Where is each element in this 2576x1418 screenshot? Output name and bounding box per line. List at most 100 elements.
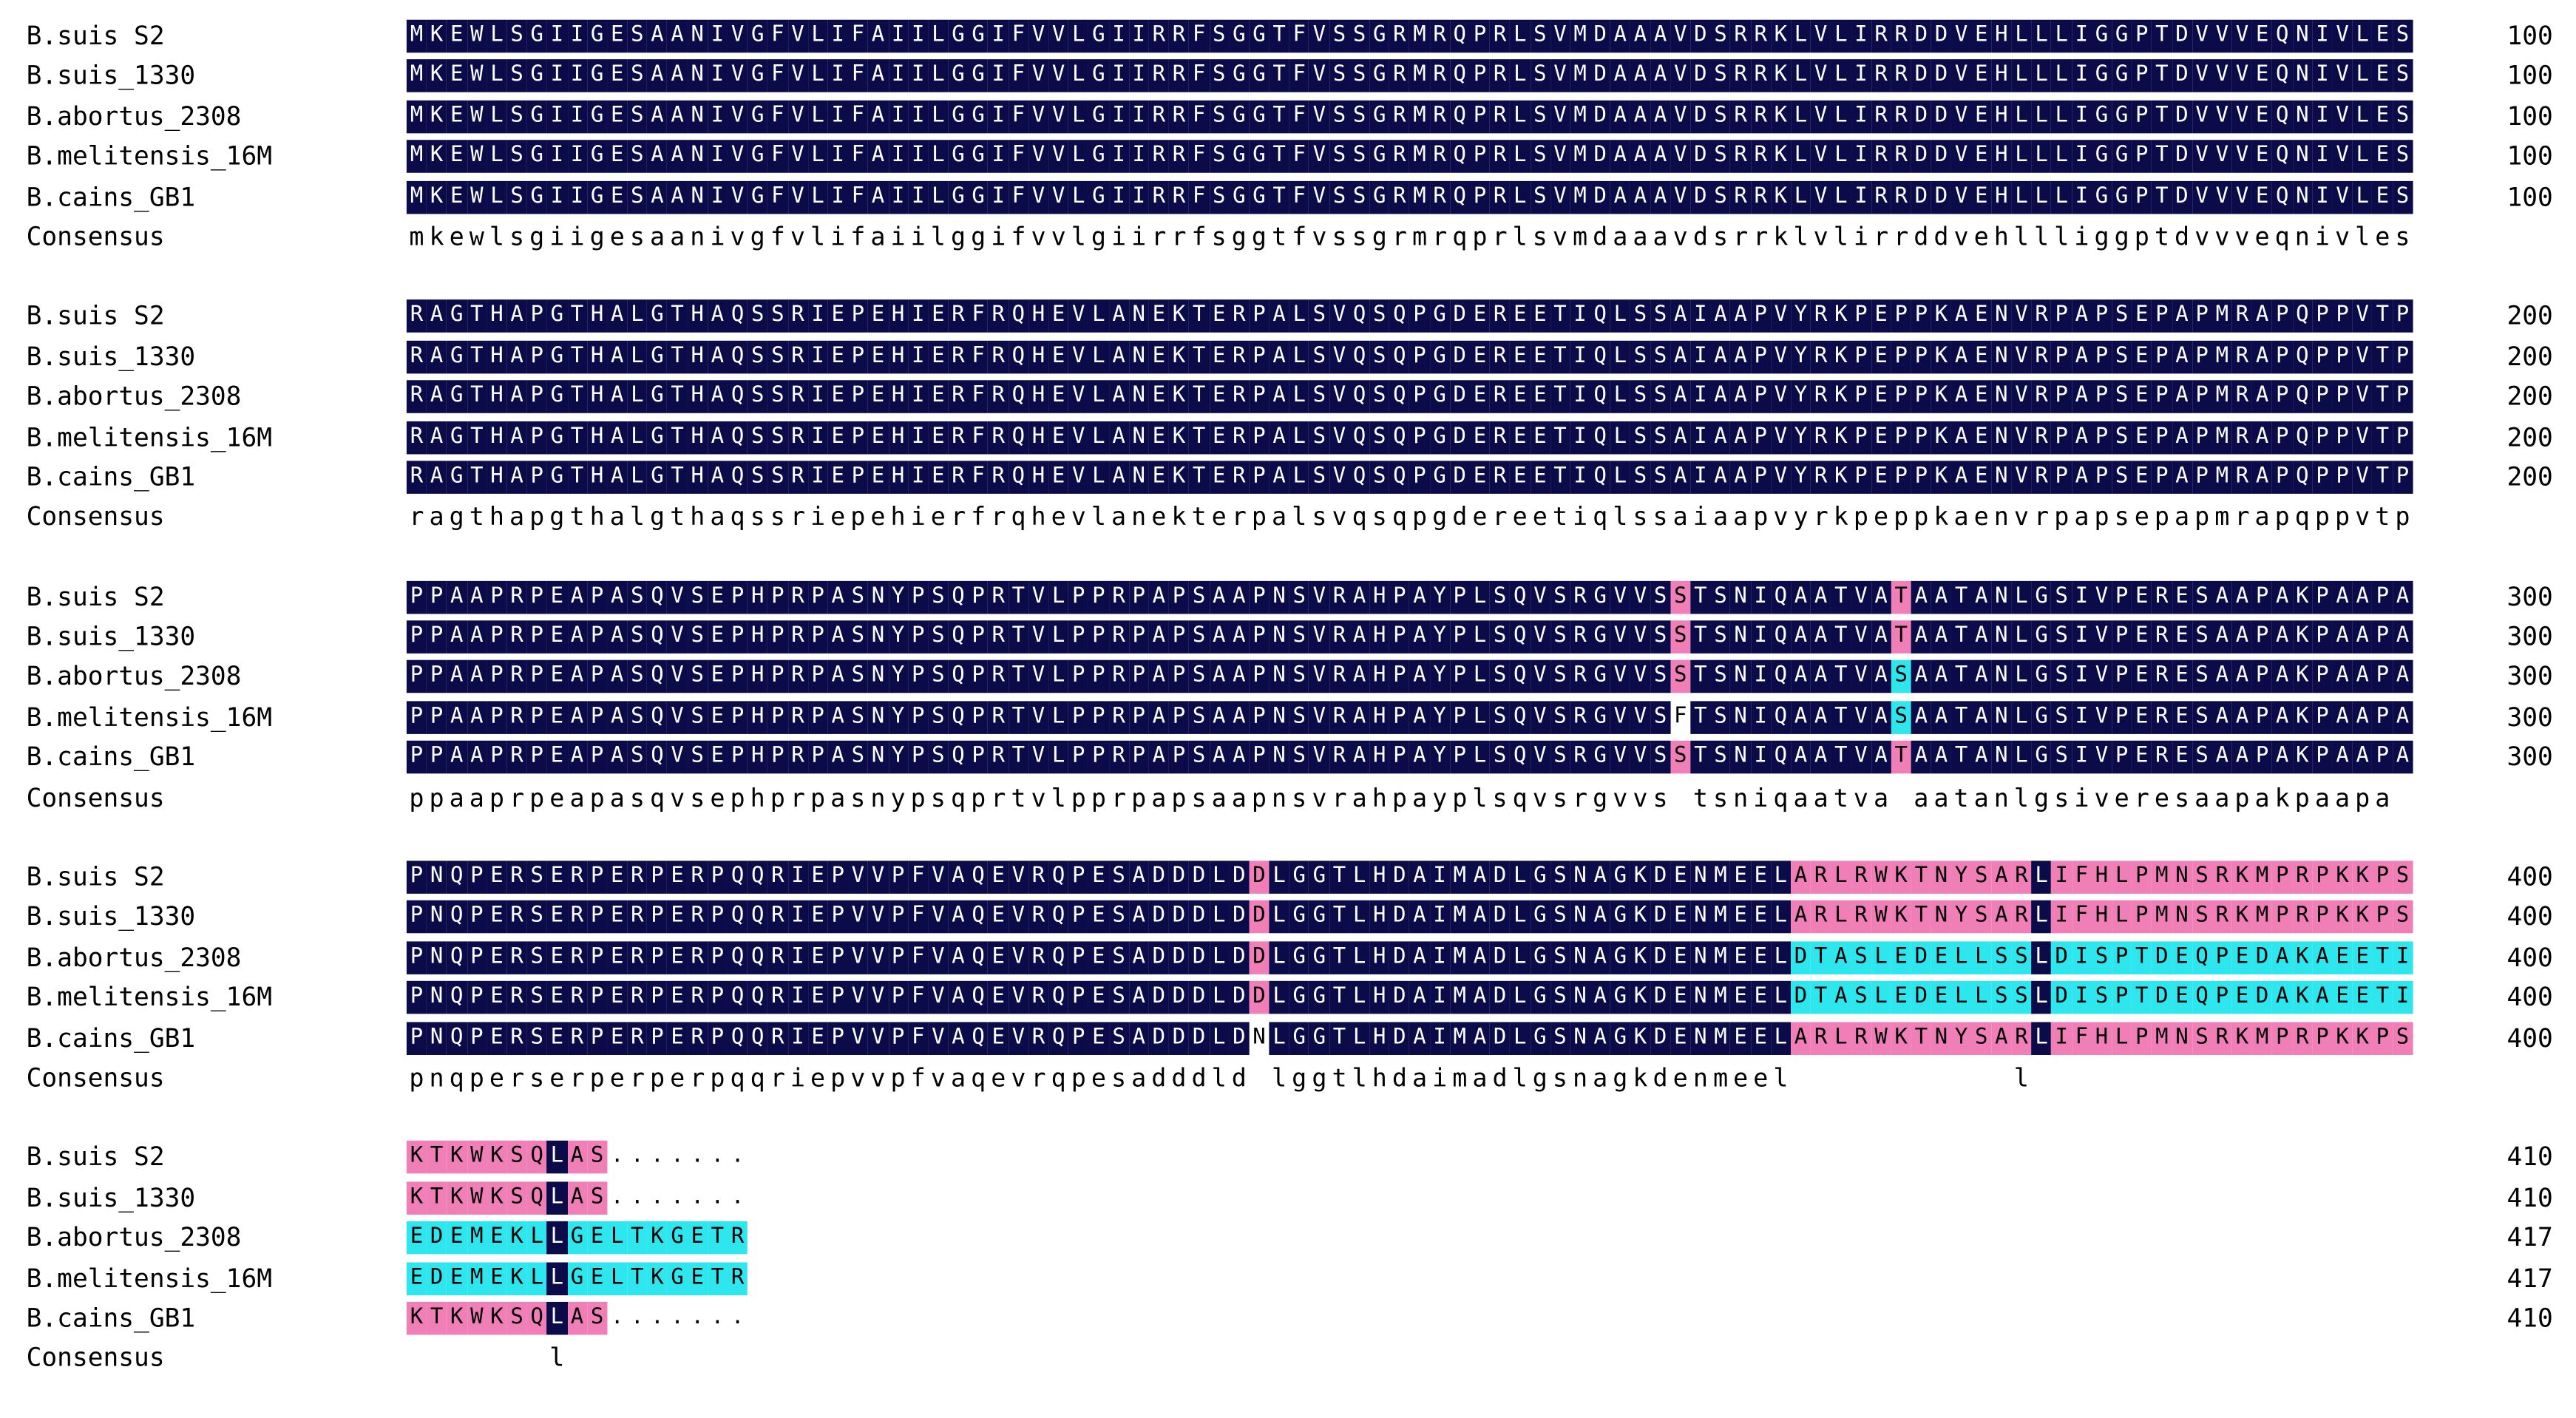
residue: P bbox=[2192, 340, 2212, 373]
consensus-residue: e bbox=[2154, 782, 2169, 813]
residue: N bbox=[1269, 660, 1289, 694]
residue: A bbox=[1209, 660, 1230, 694]
consensus-residue: l bbox=[930, 222, 946, 252]
residue: A bbox=[2272, 660, 2293, 694]
residue: A bbox=[1670, 340, 1691, 373]
residue: Q bbox=[1389, 299, 1410, 333]
residue: L bbox=[1610, 420, 1630, 454]
residue: L bbox=[1469, 660, 1490, 694]
consensus-residue: v bbox=[1672, 222, 1688, 252]
residue: A bbox=[2231, 741, 2252, 774]
consensus-residue: v bbox=[2094, 782, 2109, 813]
residue: D bbox=[1168, 940, 1190, 974]
residue: I bbox=[1690, 380, 1711, 414]
residue: S bbox=[1650, 420, 1671, 454]
sequence-name: B.abortus_2308 bbox=[26, 1223, 242, 1253]
residue: A bbox=[2392, 701, 2413, 734]
residue: P bbox=[1891, 299, 1911, 333]
residue: I bbox=[1429, 900, 1450, 934]
residue: L bbox=[1971, 940, 1992, 974]
residue: A bbox=[1630, 140, 1651, 174]
residue: S bbox=[1710, 180, 1731, 214]
residue: A bbox=[1951, 299, 1972, 333]
residue: R bbox=[1148, 180, 1169, 214]
residue: P bbox=[727, 660, 748, 694]
consensus-residue: v bbox=[2194, 222, 2210, 252]
position-number: 400 bbox=[2506, 1022, 2553, 1053]
residue: K bbox=[1168, 380, 1190, 414]
residue: P bbox=[406, 660, 427, 694]
residue: G bbox=[546, 461, 567, 494]
residue: H bbox=[687, 420, 708, 454]
residue: S bbox=[1550, 701, 1570, 734]
consensus-residue bbox=[1951, 1062, 1971, 1095]
residue: L bbox=[1469, 741, 1490, 774]
consensus-residue: a bbox=[1672, 502, 1688, 532]
residue: S bbox=[1489, 741, 1511, 774]
residue: Y bbox=[1951, 900, 1972, 934]
residue: L bbox=[2051, 60, 2072, 93]
residue: R bbox=[1429, 19, 1450, 53]
residue: E bbox=[2372, 100, 2393, 133]
residue: P bbox=[2332, 380, 2353, 414]
residue: P bbox=[526, 299, 547, 333]
consensus-residue: l bbox=[549, 1343, 565, 1374]
residue: G bbox=[1610, 1021, 1630, 1055]
residue: N bbox=[687, 180, 708, 214]
residue: Q bbox=[1048, 981, 1069, 1014]
residue: K bbox=[447, 1181, 467, 1215]
residue: R bbox=[627, 861, 648, 894]
residue: V bbox=[1028, 100, 1049, 133]
consensus-residue: e bbox=[2114, 782, 2129, 813]
residue: A bbox=[2172, 420, 2192, 454]
residue: G bbox=[647, 420, 668, 454]
consensus-residue: a bbox=[429, 502, 444, 532]
residue: P bbox=[968, 580, 989, 614]
residue: K bbox=[1770, 60, 1791, 93]
residue: N bbox=[1991, 580, 2012, 614]
residue: S bbox=[687, 660, 708, 694]
position-number: 300 bbox=[2506, 742, 2553, 773]
residue: R bbox=[1570, 660, 1590, 694]
residue: . bbox=[651, 1144, 664, 1170]
residue: G bbox=[1088, 140, 1109, 174]
residue: D bbox=[1449, 299, 1470, 333]
residue: P bbox=[2132, 60, 2152, 93]
residue: S bbox=[627, 180, 648, 214]
residue: P bbox=[2392, 380, 2413, 414]
position-number: 417 bbox=[2506, 1263, 2553, 1293]
residue: E bbox=[2132, 461, 2152, 494]
residue: E bbox=[447, 60, 467, 93]
residue: E bbox=[1469, 461, 1490, 494]
residue: G bbox=[546, 380, 567, 414]
residue: P bbox=[968, 660, 989, 694]
residue: V bbox=[1951, 100, 1972, 133]
residue: K bbox=[1630, 1021, 1651, 1055]
residue: D bbox=[1650, 981, 1671, 1014]
residue: G bbox=[968, 100, 989, 133]
residue: P bbox=[1128, 741, 1149, 774]
residue: S bbox=[2112, 380, 2132, 414]
residue: T bbox=[1951, 620, 1972, 654]
residue: R bbox=[1730, 19, 1751, 53]
residue: G bbox=[1429, 461, 1450, 494]
residue: N bbox=[1931, 900, 1952, 934]
residue: A bbox=[1670, 461, 1691, 494]
residue: V bbox=[1028, 60, 1049, 93]
residue: M bbox=[1409, 100, 1430, 133]
residue: A bbox=[1229, 741, 1250, 774]
residue: P bbox=[2112, 701, 2132, 734]
consensus-residue bbox=[1911, 1062, 1931, 1095]
consensus-sequence: l bbox=[407, 1342, 567, 1375]
position-number: 410 bbox=[2506, 1183, 2553, 1213]
consensus-residue: l bbox=[1091, 502, 1106, 532]
residue: R bbox=[1329, 701, 1350, 734]
residue: E bbox=[2132, 340, 2152, 373]
residue: W bbox=[467, 19, 487, 53]
residue: L bbox=[807, 100, 828, 133]
residue: A bbox=[1409, 981, 1430, 1014]
residue: R bbox=[1871, 19, 1891, 53]
position-number: 100 bbox=[2506, 61, 2553, 92]
sequence-name: B.abortus_2308 bbox=[26, 662, 242, 693]
